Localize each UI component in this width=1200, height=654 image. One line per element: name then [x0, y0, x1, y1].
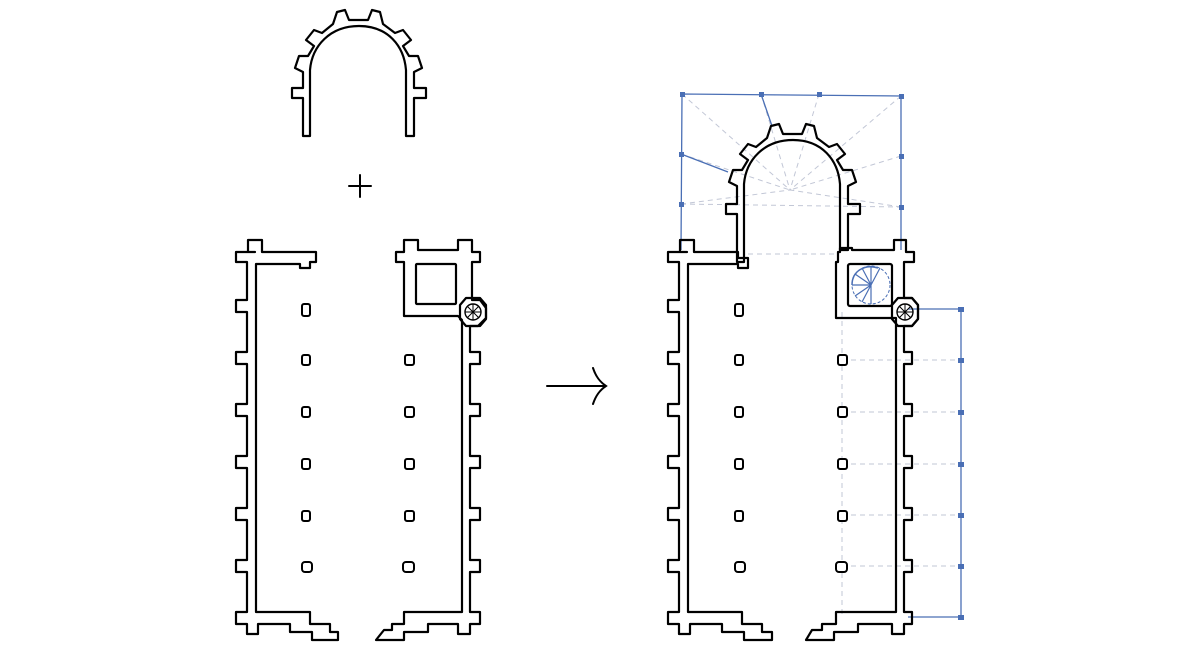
pier — [837, 406, 848, 418]
pier — [734, 510, 744, 522]
guide-handle — [958, 462, 964, 467]
pier — [404, 406, 415, 418]
pier — [404, 510, 415, 522]
assembled-apse-wall — [724, 122, 862, 264]
guide-handle — [958, 615, 964, 620]
guide-handle — [958, 307, 964, 312]
assembled-tower-chamber — [846, 262, 894, 308]
plus-icon — [348, 174, 372, 198]
tower-chamber — [414, 262, 458, 306]
assembled-right-wall — [804, 238, 920, 642]
pier — [301, 458, 311, 470]
pier — [837, 510, 848, 522]
guide-handle — [899, 154, 904, 159]
pier — [734, 406, 744, 418]
pier — [404, 458, 415, 470]
pier — [734, 354, 744, 366]
bay-guide-bar — [908, 308, 962, 618]
guide-handle — [958, 410, 964, 415]
pier — [301, 510, 311, 522]
apse-guide-frame — [680, 93, 902, 251]
guide-handle — [958, 513, 964, 518]
spiral-stair-icon — [851, 265, 891, 305]
assembled-pier-row-left — [734, 303, 746, 573]
guide-handle — [679, 152, 684, 157]
guide-handles — [679, 92, 964, 620]
pier-row-right — [402, 354, 415, 573]
pier — [835, 561, 848, 573]
right-arrow-icon — [546, 367, 608, 405]
pier — [837, 354, 848, 366]
guide-handle — [679, 202, 684, 207]
assembled-plan — [666, 92, 964, 642]
pier — [402, 561, 415, 573]
pier — [301, 406, 311, 418]
guide-handle — [680, 92, 685, 97]
pier — [837, 458, 848, 470]
pier — [301, 561, 313, 573]
assembled-left-wall — [666, 238, 774, 642]
guide-handle — [899, 94, 904, 99]
pier — [404, 354, 415, 366]
pier — [301, 354, 311, 366]
guide-handle — [958, 564, 964, 569]
guide-handle — [899, 205, 904, 210]
pier — [734, 458, 744, 470]
pier — [734, 561, 746, 573]
pier — [301, 303, 311, 317]
pier-row-left — [301, 303, 313, 573]
right-aisle-wall — [374, 238, 488, 642]
guide-handle — [759, 92, 764, 97]
assembled-stair-turret-icon — [890, 296, 920, 328]
apse-fragment — [290, 8, 428, 138]
assembled-pier-row-right — [835, 354, 848, 573]
left-aisle-wall — [234, 238, 340, 642]
pier — [734, 303, 744, 317]
nave-fragment — [234, 238, 488, 642]
guide-handle — [817, 92, 822, 97]
stair-turret-icon — [458, 296, 488, 328]
construction-lines — [680, 93, 961, 618]
guide-handle — [958, 358, 964, 363]
